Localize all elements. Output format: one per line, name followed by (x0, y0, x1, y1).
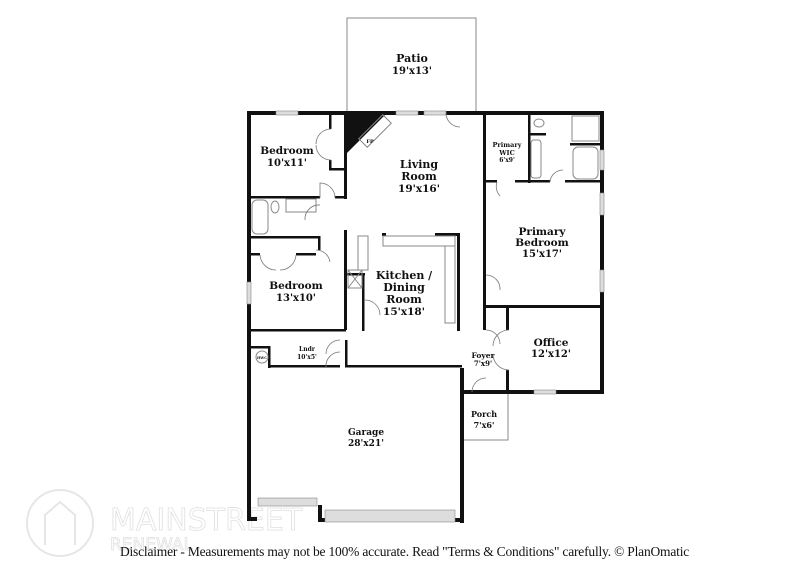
wic-label-1: Primary (492, 141, 521, 149)
kitchen-size: 15'x18' (383, 306, 425, 318)
garage-label: Garage (348, 428, 384, 438)
garage-size: 28'x21' (348, 439, 384, 449)
porch-size: 7'x6' (474, 420, 495, 430)
water-heater-label: HWC (257, 356, 267, 360)
kitchen-label-1: Kitchen / (376, 269, 433, 282)
bedroom1-label: Bedroom (260, 145, 314, 157)
windows (246, 110, 605, 523)
foyer-label: Foyer (472, 351, 496, 360)
svg-text:RENEWAL: RENEWAL (110, 535, 194, 555)
foyer-size: 7'x9' (474, 359, 492, 368)
office-size: 12'x12' (531, 349, 571, 360)
office-label: Office (534, 337, 569, 349)
patio-label: Patio (396, 52, 428, 65)
room-labels: Patio 19'x13' Bedroom 10'x11' FP Living … (257, 52, 571, 449)
kitchen-label-2: Dining (383, 281, 425, 294)
bedroom1-size: 10'x11' (267, 158, 307, 169)
fixtures (251, 114, 600, 364)
living-label-1: Living (400, 158, 438, 171)
watermark-logo: MAINSTREET RENEWAL (26, 489, 303, 557)
svg-text:MAINSTREET: MAINSTREET (110, 503, 303, 538)
living-label-2: Room (401, 170, 437, 183)
disclaimer-text: Disclaimer - Measurements may not be 100… (119, 544, 690, 559)
primary-label-2: Bedroom (515, 237, 569, 249)
patio-size: 19'x13' (392, 66, 432, 77)
laundry-label: Lndr (299, 346, 316, 353)
laundry-size: 10'x5' (297, 354, 317, 361)
bedroom2-label: Bedroom (269, 280, 323, 292)
living-size: 19'x16' (398, 183, 440, 195)
porch-label: Porch (471, 409, 497, 419)
wic-label-2: WIC (498, 149, 515, 157)
wic-size: 6'x9' (499, 157, 515, 164)
fireplace-label: FP (366, 139, 374, 145)
bedroom2-size: 13'x10' (276, 293, 316, 304)
primary-label-1: Primary (519, 226, 567, 238)
primary-size: 15'x17' (522, 249, 562, 260)
doors (259, 112, 564, 393)
kitchen-label-3: Room (386, 293, 422, 306)
